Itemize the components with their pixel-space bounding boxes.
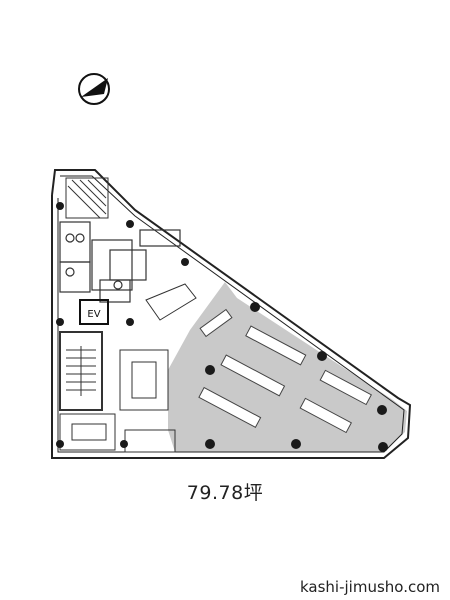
stair-top — [65, 177, 109, 219]
lower-room — [59, 413, 176, 453]
stair-bottom — [59, 331, 103, 411]
floor-area-label: 79.78坪 — [186, 482, 264, 504]
north-arrow-icon — [78, 73, 110, 105]
meeting-room — [119, 349, 169, 411]
lounge-table — [145, 283, 197, 321]
ev-label: EV — [87, 309, 100, 320]
columns — [56, 202, 388, 452]
elevator: EV — [79, 299, 109, 325]
site-url: kashi-jimusho.com — [299, 578, 440, 596]
desk-islands — [198, 308, 372, 434]
lease-area — [168, 282, 407, 452]
core-rooms — [59, 221, 181, 303]
